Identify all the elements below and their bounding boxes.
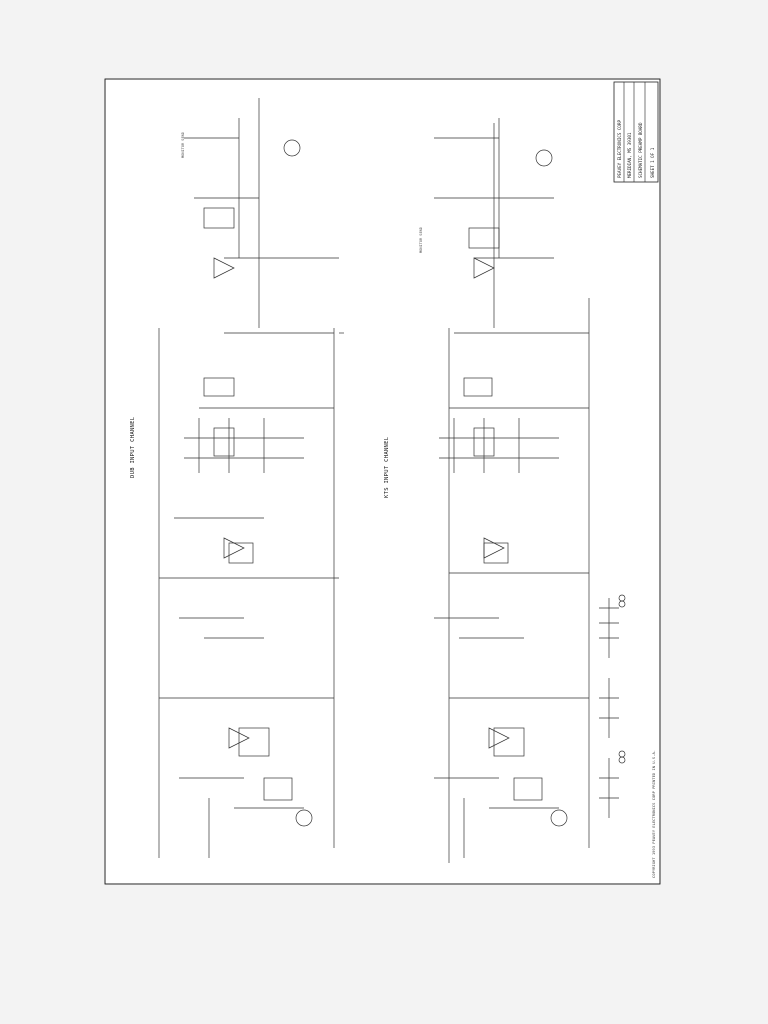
schematic-drawing: 4 3 2 1 DUB INPUT CHANNEL KTS INPUT CHAN… <box>104 74 661 885</box>
company-address: MERIDIAN, MS 39301 <box>627 132 632 178</box>
bottom-channel-circuit <box>434 118 590 863</box>
top-channel-label: DUB INPUT CHANNEL <box>130 416 136 478</box>
company-name: PEAVEY ELECTRONICS CORP <box>617 120 622 178</box>
drawing-title: SCHEMATIC PREAMP BOARD <box>638 122 643 178</box>
sheet-number: SHEET 1 OF 1 <box>650 147 655 178</box>
top-monitor-send-label: MONITOR SEND <box>181 132 185 158</box>
title-block: PEAVEY ELECTRONICS CORP MERIDIAN, MS 393… <box>613 81 659 183</box>
bottom-monitor-send-label: MONITOR SEND <box>419 227 423 253</box>
bottom-channel-label: KTS INPUT CHANNEL <box>384 436 390 498</box>
sheet-border <box>104 78 661 885</box>
schematic-sheet: 4 3 2 1 DUB INPUT CHANNEL KTS INPUT CHAN… <box>104 74 661 885</box>
top-channel-circuit <box>158 98 344 858</box>
connector-blocks <box>599 594 626 818</box>
copyright-notice: COPYRIGHT 1993 PEAVEY ELECTRONICS CORP P… <box>651 750 656 878</box>
